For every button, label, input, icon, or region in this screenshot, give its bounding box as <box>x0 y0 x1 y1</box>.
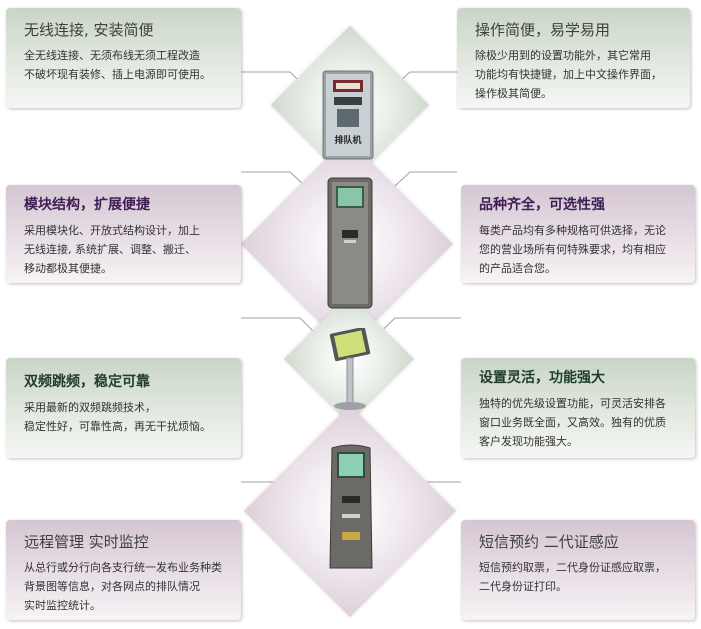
desc-line: 移动都极其便捷。 <box>24 262 112 275</box>
feature-title: 双频跳频，稳定可靠 <box>24 374 150 390</box>
feature-title: 短信预约 二代证感应 <box>479 533 619 551</box>
desc-line: 实时监控统计。 <box>24 599 101 612</box>
feature-title: 无线连接, 安装简便 <box>24 21 154 39</box>
desc-line: 二代身份证打印。 <box>479 580 567 593</box>
desc-line: 您的营业场所有何特殊要求，均有相应 <box>479 243 666 256</box>
feature-box-sms: 短信预约 二代证感应 短信预约取票，二代身份证感应取票， 二代身份证打印。 <box>461 520 695 620</box>
kiosk-label: 排队机 <box>334 134 361 146</box>
kiosk-image-1: 排队机 <box>322 70 374 160</box>
feature-box-flexible: 设置灵活，功能强大 独特的优先级设置功能，可灵活安排各 窗口业务既全面，又高效。… <box>461 358 695 458</box>
kiosk-image-4 <box>329 444 373 569</box>
feature-box-dualfreq: 双频跳频，稳定可靠 采用最新的双频跳频技术， 稳定性好，可靠性高，再无干扰烦恼。 <box>6 358 241 458</box>
feature-desc: 每类产品均有多种规格可供选择，无论 您的营业场所有何特殊要求，均有相应 的产品适… <box>479 221 685 278</box>
feature-title: 设置灵活，功能强大 <box>479 370 605 386</box>
feature-desc: 采用最新的双频跳频技术， 稳定性好，可靠性高，再无干扰烦恼。 <box>24 398 231 436</box>
feature-desc: 独特的优先级设置功能，可灵活安排各 窗口业务既全面，又高效。独有的优质 客户发现… <box>479 394 685 451</box>
desc-line: 稳定性好，可靠性高，再无干扰烦恼。 <box>24 420 211 433</box>
desc-line: 客户发现功能强大。 <box>479 435 578 448</box>
kiosk-image-2 <box>327 177 373 309</box>
desc-line: 短信预约取票，二代身份证感应取票， <box>479 561 666 574</box>
feature-box-variety: 品种齐全，可选性强 每类产品均有多种规格可供选择，无论 您的营业场所有何特殊要求… <box>461 185 695 283</box>
kiosk-image-3 <box>329 328 371 410</box>
desc-line: 采用最新的双频跳频技术， <box>24 401 156 414</box>
desc-line: 背景图等信息，对各网点的排队情况 <box>24 580 200 593</box>
feature-title: 模块结构，扩展便捷 <box>24 197 150 213</box>
feature-title: 操作简便，易学易用 <box>475 21 611 39</box>
feature-box-remote: 远程管理 实时监控 从总行或分行向各支行统一发布业务种类 背景图等信息，对各网点… <box>6 520 241 620</box>
feature-title: 品种齐全，可选性强 <box>479 197 605 213</box>
desc-line: 除极少用到的设置功能外，其它常用 <box>475 49 651 62</box>
desc-line: 每类产品均有多种规格可供选择，无论 <box>479 224 666 237</box>
feature-desc: 采用模块化、开放式结构设计，加上 无线连接, 系统扩展、调整、搬迁、 移动都极其… <box>24 221 231 278</box>
feature-desc: 除极少用到的设置功能外，其它常用 功能均有快捷键，加上中文操作界面， 操作极其简… <box>475 46 680 103</box>
feature-desc: 短信预约取票，二代身份证感应取票， 二代身份证打印。 <box>479 558 685 596</box>
feature-box-wireless: 无线连接, 安装简便 全无线连接、无须布线无须工程改造 不破坏现有装修、插上电源… <box>6 8 241 108</box>
feature-desc: 全无线连接、无须布线无须工程改造 不破坏现有装修、插上电源即可使用。 <box>24 46 231 84</box>
feature-box-easy: 操作简便，易学易用 除极少用到的设置功能外，其它常用 功能均有快捷键，加上中文操… <box>457 8 690 108</box>
feature-title: 远程管理 实时监控 <box>24 533 149 551</box>
desc-line: 从总行或分行向各支行统一发布业务种类 <box>24 561 222 574</box>
desc-line: 无线连接, 系统扩展、调整、搬迁、 <box>24 243 196 256</box>
desc-line: 窗口业务既全面，又高效。独有的优质 <box>479 416 666 429</box>
desc-line: 独特的优先级设置功能，可灵活安排各 <box>479 397 666 410</box>
desc-line: 功能均有快捷键，加上中文操作界面， <box>475 68 662 81</box>
desc-line: 采用模块化、开放式结构设计，加上 <box>24 224 200 237</box>
desc-line: 操作极其简便。 <box>475 87 552 100</box>
desc-line: 的产品适合您。 <box>479 262 556 275</box>
feature-box-modular: 模块结构，扩展便捷 采用模块化、开放式结构设计，加上 无线连接, 系统扩展、调整… <box>6 185 241 283</box>
feature-desc: 从总行或分行向各支行统一发布业务种类 背景图等信息，对各网点的排队情况 实时监控… <box>24 558 231 615</box>
desc-line: 不破坏现有装修、插上电源即可使用。 <box>24 68 211 81</box>
desc-line: 全无线连接、无须布线无须工程改造 <box>24 49 200 62</box>
